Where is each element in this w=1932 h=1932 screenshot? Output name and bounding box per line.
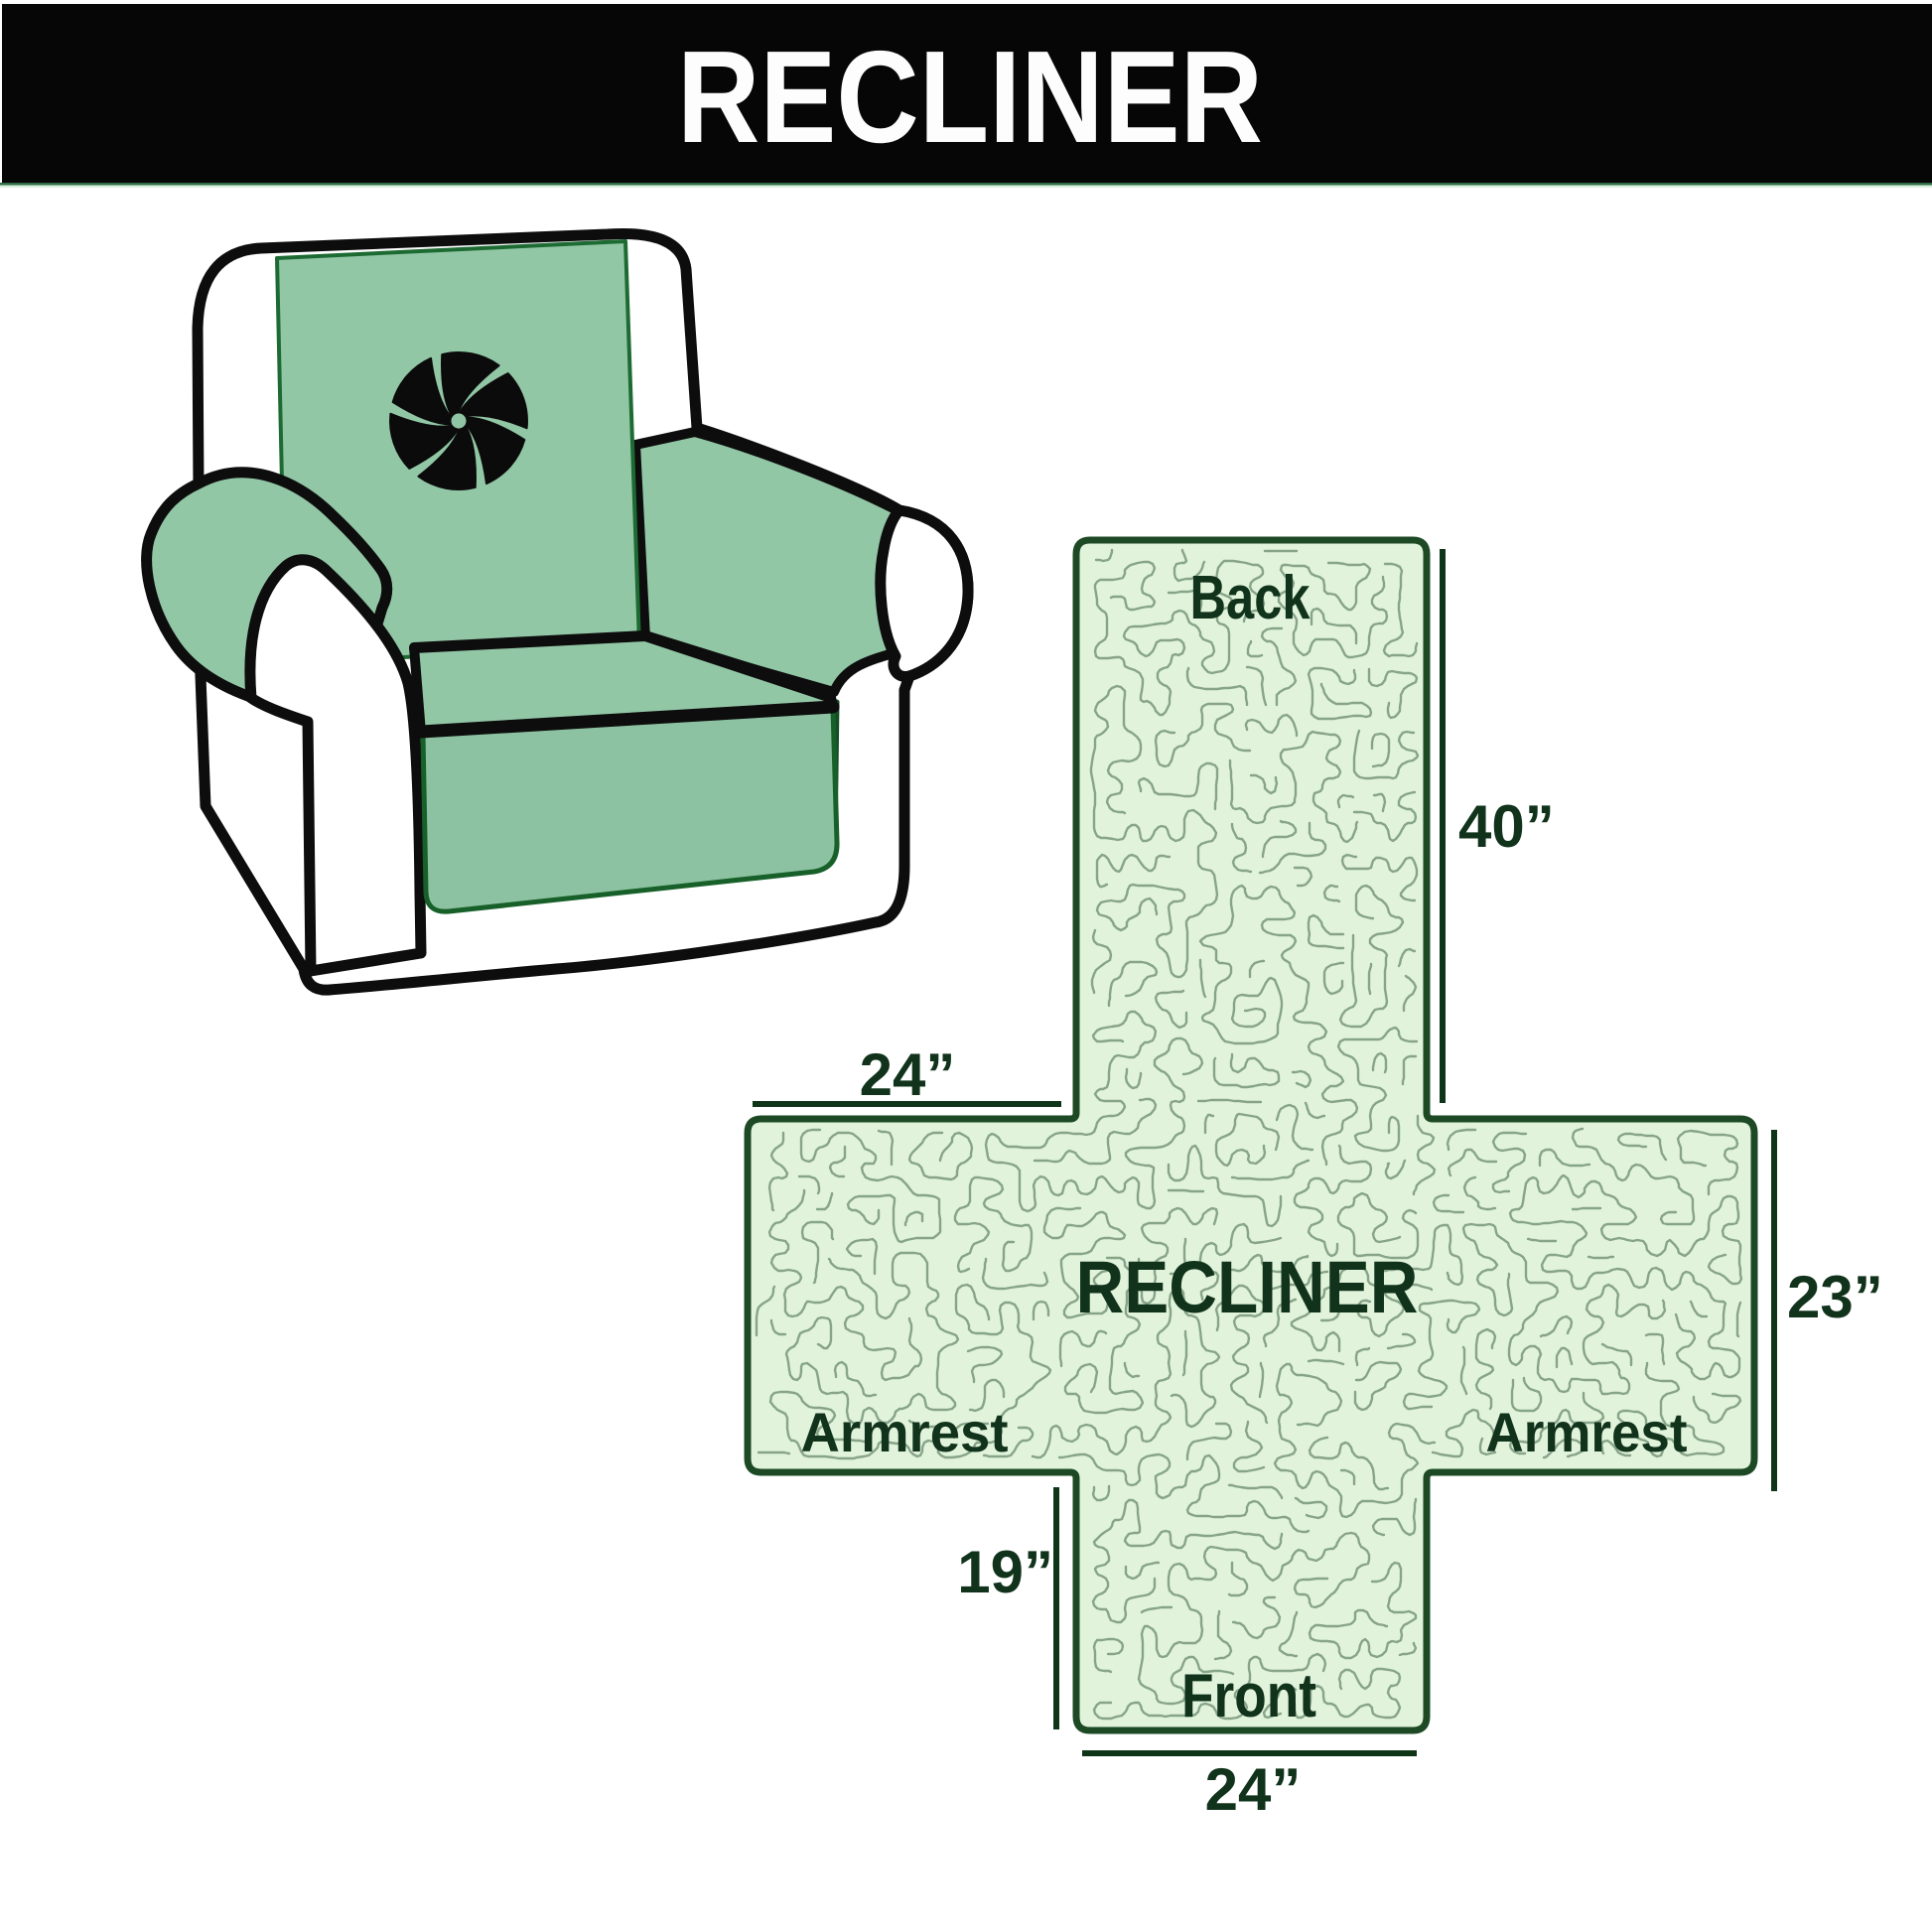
svg-text:Armrest: Armrest xyxy=(801,1401,1009,1463)
svg-text:24”: 24” xyxy=(860,1041,956,1108)
svg-text:RECLINER: RECLINER xyxy=(1076,1246,1419,1328)
svg-text:24”: 24” xyxy=(1205,1756,1302,1823)
svg-text:40”: 40” xyxy=(1458,793,1555,860)
svg-text:Back: Back xyxy=(1190,564,1311,632)
svg-text:23”: 23” xyxy=(1787,1264,1883,1330)
svg-text:Armrest: Armrest xyxy=(1486,1401,1688,1463)
svg-text:19”: 19” xyxy=(957,1539,1053,1605)
svg-text:Front: Front xyxy=(1181,1662,1316,1730)
svg-text:RECLINER: RECLINER xyxy=(677,24,1263,170)
